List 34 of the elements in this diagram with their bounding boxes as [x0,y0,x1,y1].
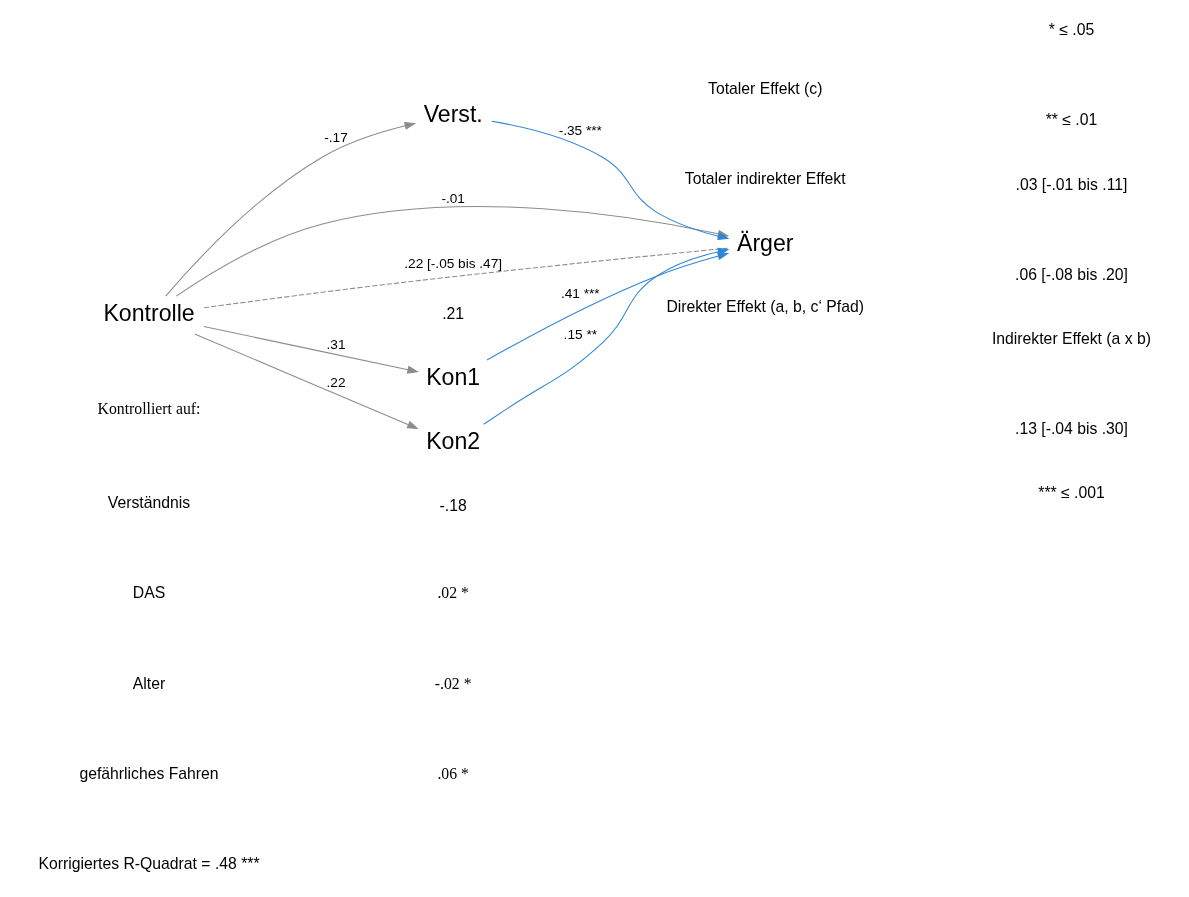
edge-label: -.17 [324,130,348,146]
label: DAS [132,584,166,602]
label: Korrigiertes R-Quadrat = .48 *** [38,855,260,873]
node-text: Kon2 [426,428,481,455]
label: Kontrolliert auf: [97,400,201,418]
node-text: Ärger [736,229,794,256]
node-text: Kon1 [426,364,481,391]
label: .02 * [437,584,469,602]
label: .06 * [437,764,469,782]
label: * ≤ .05 [1048,21,1095,39]
edge-label: -.35 *** [558,122,602,138]
label: .06 [-.08 bis .20] [1015,265,1128,283]
legend-label: Totaler indirekter Effekt [684,170,846,188]
label: ** ≤ .01 [1045,111,1098,129]
edge-label: -.01 [441,191,465,207]
label: gefährliches Fahren [79,764,219,782]
label: Alter [132,674,166,692]
edge-label: .22 [326,374,346,390]
edge-label: .41 *** [560,285,600,301]
label: .13 [-.04 bis .30] [1015,420,1128,438]
label: .03 [-.01 bis .11] [1015,175,1128,193]
label: Indirekter Effekt (a x b) [991,329,1152,347]
node-text: Verst. [423,101,483,128]
edge-label: .22 [-.05 bis .47] [404,256,503,272]
legend-label: Direkter Effekt (a, b, c‘ Pfad) [666,298,864,316]
edge-label: .31 [326,337,346,353]
label: Verständnis [107,493,191,511]
node-text: Kontrolle [103,299,195,326]
label: -.02 * [434,674,472,692]
label: -.18 [439,497,467,515]
label: .21 [442,304,465,322]
label: *** ≤ .001 [1038,484,1105,502]
legend-label: Totaler Effekt (c) [708,79,823,97]
edge-label: .15 ** [563,326,597,342]
